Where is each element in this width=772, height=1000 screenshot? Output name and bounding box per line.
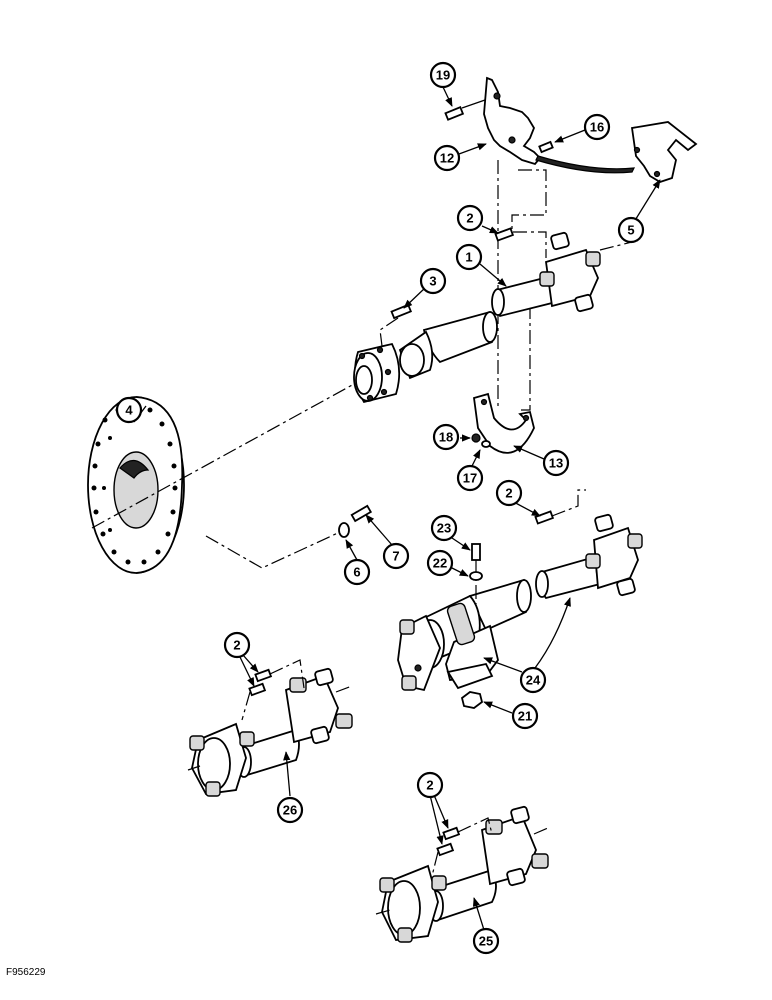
svg-text:6: 6 [353, 565, 360, 580]
bolt-2-upper [494, 227, 515, 242]
nut-18 [471, 433, 481, 443]
svg-text:16: 16 [590, 120, 604, 135]
callout-16: 16 [583, 113, 611, 141]
washer-17 [481, 440, 491, 448]
callout-2-lower-left: 2 [223, 631, 251, 659]
svg-text:13: 13 [549, 456, 563, 471]
nut-21 [460, 691, 484, 709]
bolt-3 [379, 303, 413, 347]
svg-text:5: 5 [627, 223, 634, 238]
svg-text:17: 17 [463, 471, 477, 486]
callout-4: 4 [115, 396, 143, 424]
svg-text:3: 3 [429, 274, 436, 289]
callout-23: 23 [430, 514, 458, 542]
flex-plate-holes [91, 403, 178, 565]
svg-text:7: 7 [392, 549, 399, 564]
bolt-7 [350, 504, 373, 523]
svg-text:25: 25 [479, 934, 493, 949]
bolt-16 [538, 140, 554, 154]
svg-text:12: 12 [440, 151, 454, 166]
callout-3: 3 [419, 267, 447, 295]
callout-21: 21 [511, 702, 539, 730]
bolt-2-lower-left [241, 659, 305, 721]
bracket-13 [473, 392, 535, 454]
bolt-2-bottom [431, 817, 493, 877]
flanged-shaft [353, 310, 498, 404]
callout-18: 18 [432, 423, 460, 451]
bolt-2-middle [534, 489, 586, 525]
svg-text:2: 2 [505, 486, 512, 501]
svg-text:21: 21 [518, 709, 532, 724]
washer-6 [338, 522, 350, 538]
callout-1: 1 [455, 243, 483, 271]
callout-7: 7 [382, 542, 410, 570]
svg-text:24: 24 [526, 673, 541, 688]
drive-shaft-1 [491, 231, 641, 318]
callout-12: 12 [433, 144, 461, 172]
bolt-23 [471, 543, 481, 604]
callout-22: 22 [426, 549, 454, 577]
leader-lines [133, 86, 661, 931]
svg-text:1: 1 [465, 250, 472, 265]
callout-2-bottom: 2 [416, 771, 444, 799]
callout-2-upper: 2 [456, 204, 484, 232]
flex-plate-4 [87, 396, 185, 574]
callout-25: 25 [472, 927, 500, 955]
svg-text:23: 23 [437, 521, 451, 536]
svg-text:4: 4 [125, 403, 133, 418]
bolt-19 [444, 99, 486, 121]
svg-text:2: 2 [233, 638, 240, 653]
callout-2-middle: 2 [495, 479, 523, 507]
figure-code: F956229 [6, 967, 46, 978]
drive-shaft-26 [187, 667, 353, 797]
svg-text:2: 2 [426, 778, 433, 793]
drive-shaft-upper-right [535, 513, 643, 600]
svg-text:26: 26 [283, 803, 297, 818]
callout-17: 17 [456, 464, 484, 492]
svg-text:22: 22 [433, 556, 447, 571]
svg-text:2: 2 [466, 211, 473, 226]
svg-text:18: 18 [439, 430, 453, 445]
bracket-plate-5 [630, 121, 698, 183]
mounting-bracket-12 [483, 76, 542, 166]
callout-5: 5 [617, 216, 645, 244]
callout-13: 13 [542, 449, 570, 477]
svg-text:19: 19 [436, 68, 450, 83]
callout-19: 19 [429, 61, 457, 89]
callout-24: 24 [519, 666, 547, 694]
center-bearing-assembly-24 [397, 578, 532, 692]
drive-shaft-25 [375, 805, 549, 943]
washer-22 [469, 571, 483, 581]
callout-26: 26 [276, 796, 304, 824]
callout-6: 6 [343, 558, 371, 586]
